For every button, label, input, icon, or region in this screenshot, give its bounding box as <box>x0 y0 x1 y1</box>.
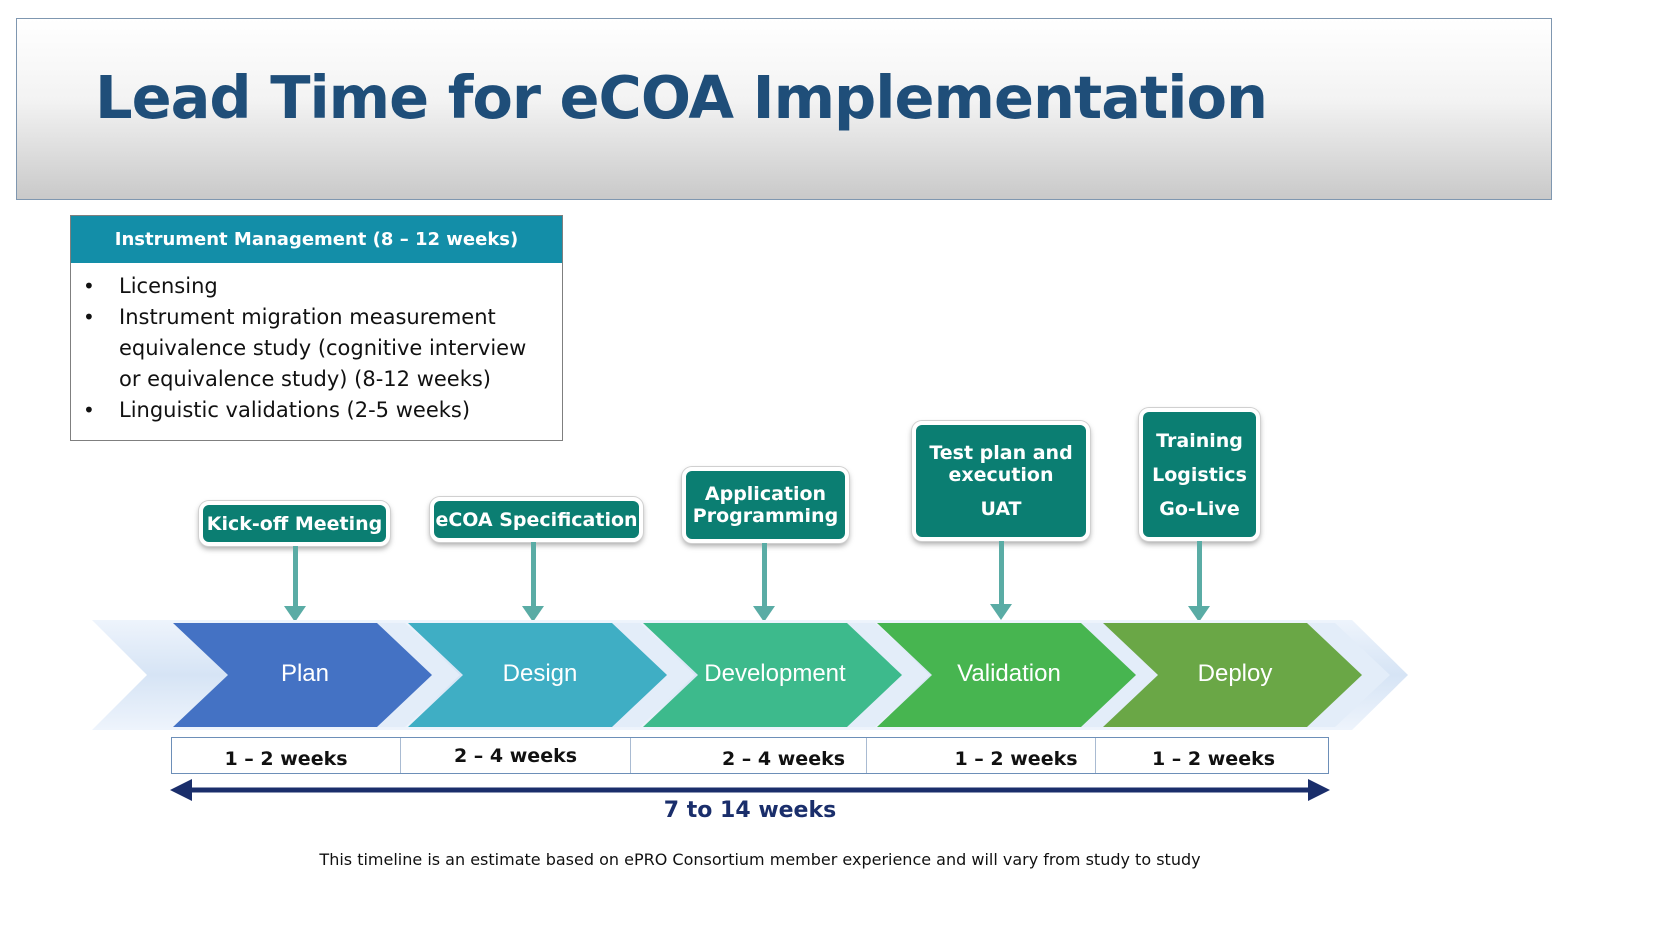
connector-arrow <box>990 541 1012 620</box>
phase-label-development: Development <box>704 660 846 687</box>
chevron-design <box>408 623 667 727</box>
callout-ecoa-specification: eCOA Specification <box>430 497 643 542</box>
chevron-separator <box>377 623 460 727</box>
connector-arrow <box>284 546 306 622</box>
callout-training-logistics-golive: Training Logistics Go-Live <box>1139 408 1260 541</box>
instrument-management-header: Instrument Management (8 – 12 weeks) <box>71 216 562 263</box>
chevron-separator <box>1307 623 1390 727</box>
phase-label-deploy: Deploy <box>1197 660 1273 687</box>
chevron-separator <box>847 623 930 727</box>
callout-line: Test plan and <box>929 442 1073 464</box>
phase-label-design: Design <box>502 660 578 687</box>
chevron-deploy <box>1103 623 1362 727</box>
phase-label-plan: Plan <box>280 660 330 687</box>
callout-line: Programming <box>692 505 839 527</box>
callout-test-plan-uat: Test plan and execution UAT <box>912 421 1090 541</box>
callout-application-programming: Application Programming <box>682 467 849 543</box>
callout-line: eCOA Specification <box>435 508 638 531</box>
duration-cell-plan: 1 – 2 weeks <box>172 738 401 773</box>
callout-line: execution <box>948 464 1054 486</box>
total-arrow-left-head <box>170 779 192 801</box>
duration-cell-development: 2 – 4 weeks <box>631 738 867 773</box>
duration-cell-deploy: 1 – 2 weeks <box>1151 747 1276 770</box>
chevron-plan <box>173 623 432 727</box>
total-duration-label: 7 to 14 weeks <box>663 798 837 823</box>
slide-title: Lead Time for eCOA Implementation <box>95 63 1268 132</box>
connector-arrow <box>522 542 544 622</box>
phase-label-validation: Validation <box>957 660 1061 687</box>
callout-line: UAT <box>980 498 1022 520</box>
chevron-separator <box>1081 623 1164 727</box>
chevron-validation <box>877 623 1136 727</box>
duration-cell-design: 2 – 4 weeks <box>401 738 631 773</box>
list-item: Linguistic validations (2-5 weeks) <box>81 395 554 426</box>
footnote: This timeline is an estimate based on eP… <box>319 850 1201 869</box>
callout-line: Application <box>704 483 827 505</box>
list-item: Instrument migration measurement equival… <box>81 302 554 395</box>
connector-arrow <box>753 543 775 622</box>
callout-line: Logistics <box>1152 463 1247 486</box>
chevron-separator <box>612 623 695 727</box>
connector-arrow <box>1188 541 1210 622</box>
callout-kickoff-meeting: Kick-off Meeting <box>199 501 390 546</box>
list-item: Licensing <box>81 271 554 302</box>
callout-line: Kick-off Meeting <box>206 512 383 535</box>
duration-row: 1 – 2 weeks 2 – 4 weeks 2 – 4 weeks 1 – … <box>171 737 1329 774</box>
chevron-development <box>643 623 902 727</box>
instrument-management-list: Licensing Instrument migration measureme… <box>71 263 562 426</box>
instrument-management-box: Instrument Management (8 – 12 weeks) Lic… <box>70 215 563 441</box>
title-banner: Lead Time for eCOA Implementation <box>16 18 1552 200</box>
total-arrow-right-head <box>1308 779 1330 801</box>
callout-line: Go-Live <box>1159 497 1240 520</box>
duration-cell-validation: 1 – 2 weeks <box>867 738 1096 773</box>
callout-line: Training <box>1156 429 1243 452</box>
